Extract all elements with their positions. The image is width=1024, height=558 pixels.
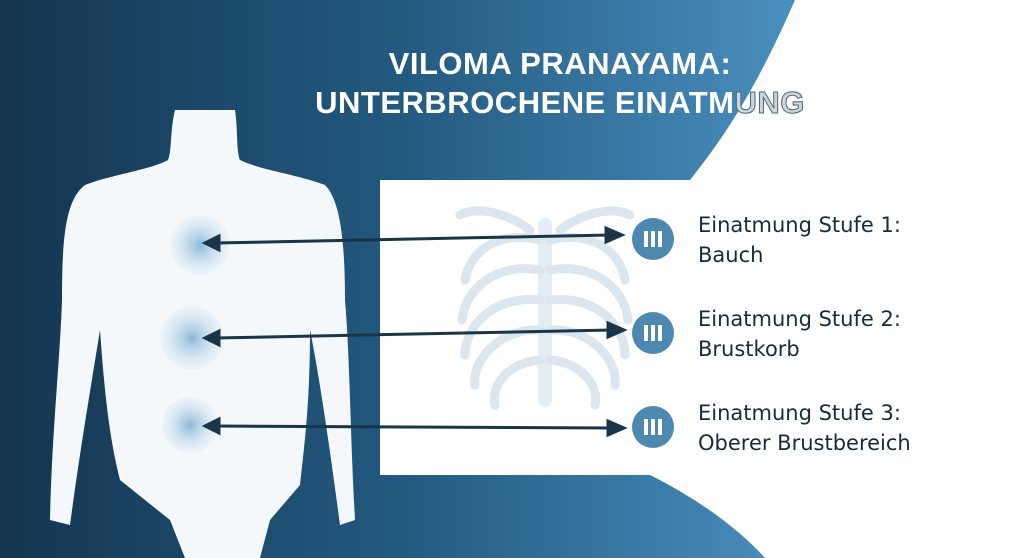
step-label: Einatmung Stufe 2:Brustkorb (698, 307, 901, 361)
step-label: Einatmung Stufe 3:Oberer Brustbereich (698, 401, 911, 455)
ribcage-icon (455, 206, 635, 410)
pause-icon (632, 312, 674, 354)
title-line-2-outline: UNG (734, 85, 805, 121)
abdomen-highlight (170, 215, 230, 275)
arrows (201, 225, 628, 438)
step-label: Einatmung Stufe 1:Bauch (698, 213, 901, 267)
pause-icon (632, 406, 674, 448)
page-title: VILOMA PRANAYAMA: UNTERBROCHENE EINATMUN… (300, 44, 820, 122)
step-1: Einatmung Stufe 1:Bauch (632, 210, 1012, 270)
step-2: Einatmung Stufe 2:Brustkorb (632, 304, 1012, 364)
step-3: Einatmung Stufe 3:Oberer Brustbereich (632, 398, 1012, 458)
upper-chest-highlight (162, 397, 218, 453)
chest-highlight (160, 306, 224, 370)
title-line-1: VILOMA PRANAYAMA: (388, 46, 732, 81)
pause-icon (632, 218, 674, 260)
title-line-2: UNTERBROCHENE EINATMUNG (300, 83, 820, 122)
title-line-2-main: UNTERBROCHENE EINATM (315, 85, 735, 120)
